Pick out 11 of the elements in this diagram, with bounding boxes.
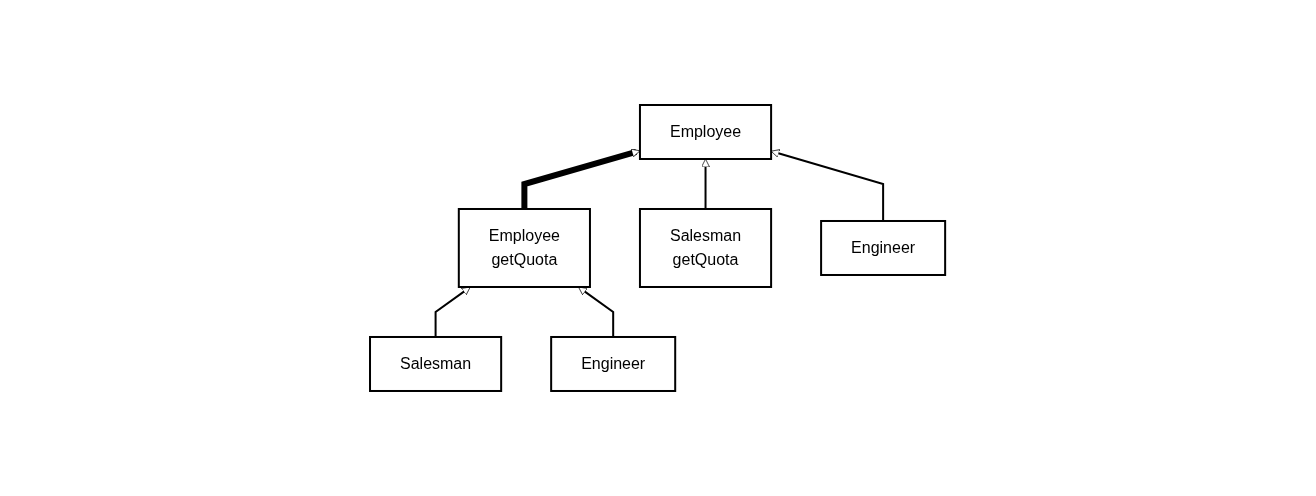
node-box: Engineer xyxy=(550,336,677,392)
arrow xyxy=(521,148,641,209)
arrow xyxy=(435,286,472,338)
node-box: Engineer xyxy=(820,220,947,276)
node-box: Employee xyxy=(639,104,773,160)
node-box: Salesman getQuota xyxy=(639,208,773,288)
arrow xyxy=(771,149,885,222)
node-box: Salesman xyxy=(369,336,503,392)
node-box: Employee getQuota xyxy=(458,208,592,288)
arrow xyxy=(578,286,615,338)
arrow xyxy=(701,158,711,210)
